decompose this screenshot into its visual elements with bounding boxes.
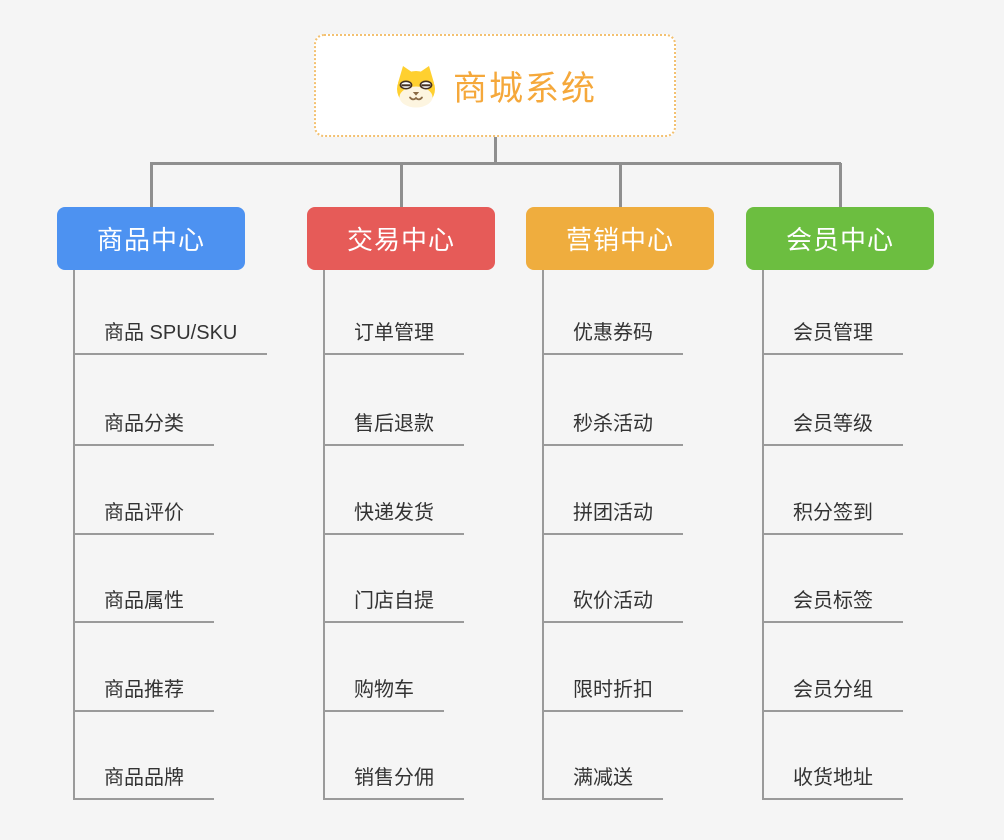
node-item[interactable]: 优惠券码 (542, 317, 683, 355)
node-item[interactable]: 会员等级 (762, 408, 903, 446)
node-item[interactable]: 砍价活动 (542, 585, 683, 623)
node-item[interactable]: 会员标签 (762, 585, 903, 623)
root-node[interactable]: 商城系统 (314, 34, 676, 137)
connector-root-stem (494, 136, 497, 163)
node-item[interactable]: 满减送 (542, 762, 663, 800)
node-item[interactable]: 商品分类 (73, 408, 214, 446)
branch-header-member[interactable]: 会员中心 (746, 207, 934, 270)
node-item[interactable]: 售后退款 (323, 408, 464, 446)
node-item[interactable]: 销售分佣 (323, 762, 464, 800)
node-item[interactable]: 商品品牌 (73, 762, 214, 800)
node-item[interactable]: 收货地址 (762, 762, 903, 800)
node-item[interactable]: 门店自提 (323, 585, 464, 623)
branch-header-product[interactable]: 商品中心 (57, 207, 245, 270)
node-item[interactable]: 商品属性 (73, 585, 214, 623)
node-item[interactable]: 商品评价 (73, 497, 214, 535)
dog-face-icon (393, 64, 439, 108)
connector-stub-member (839, 163, 842, 208)
node-item[interactable]: 快递发货 (323, 497, 464, 535)
connector-spine-trade (323, 270, 325, 800)
connector-spine-member (762, 270, 764, 800)
node-item[interactable]: 秒杀活动 (542, 408, 683, 446)
node-item[interactable]: 会员管理 (762, 317, 903, 355)
root-title: 商城系统 (453, 70, 597, 108)
node-item[interactable]: 商品推荐 (73, 674, 214, 712)
node-item[interactable]: 限时折扣 (542, 674, 683, 712)
connector-spine-marketing (542, 270, 544, 800)
node-item[interactable]: 会员分组 (762, 674, 903, 712)
node-item[interactable]: 商品 SPU/SKU (73, 317, 268, 355)
connector-stub-marketing (619, 163, 622, 208)
node-item[interactable]: 购物车 (323, 674, 444, 712)
branch-header-marketing[interactable]: 营销中心 (526, 207, 714, 270)
connector-stub-trade (400, 163, 403, 208)
connector-bus (150, 162, 841, 165)
node-item[interactable]: 积分签到 (762, 497, 903, 535)
connector-stub-product (150, 163, 153, 208)
connector-spine-product (73, 270, 75, 800)
branch-header-trade[interactable]: 交易中心 (307, 207, 495, 270)
node-item[interactable]: 订单管理 (323, 317, 464, 355)
node-item[interactable]: 拼团活动 (542, 497, 683, 535)
